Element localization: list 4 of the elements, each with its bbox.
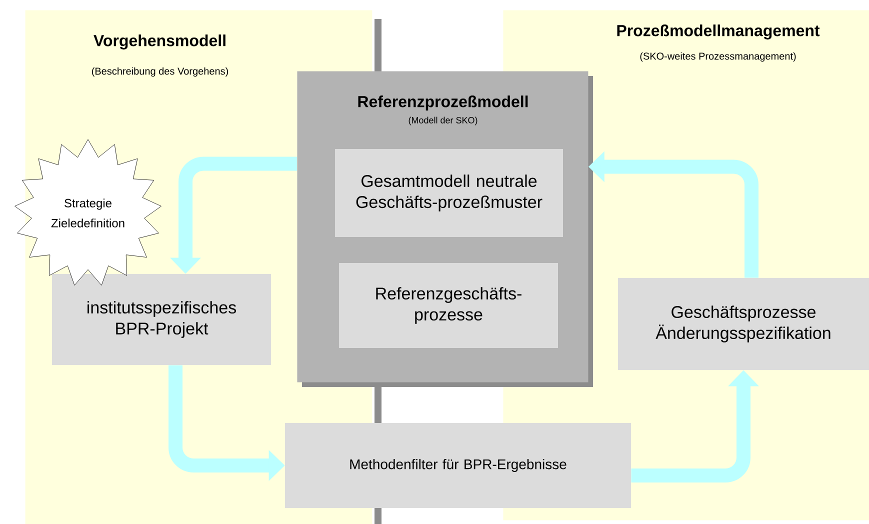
filter-box: Methodenfilter für BPR-Ergebnisse: [285, 423, 631, 508]
process-box: Geschäftsprozesse Änderungsspezifikation: [618, 278, 869, 370]
project-box: institutsspezifisches BPR-Projekt: [52, 274, 271, 365]
starburst: Strategie Zieledefinition: [14, 139, 162, 286]
